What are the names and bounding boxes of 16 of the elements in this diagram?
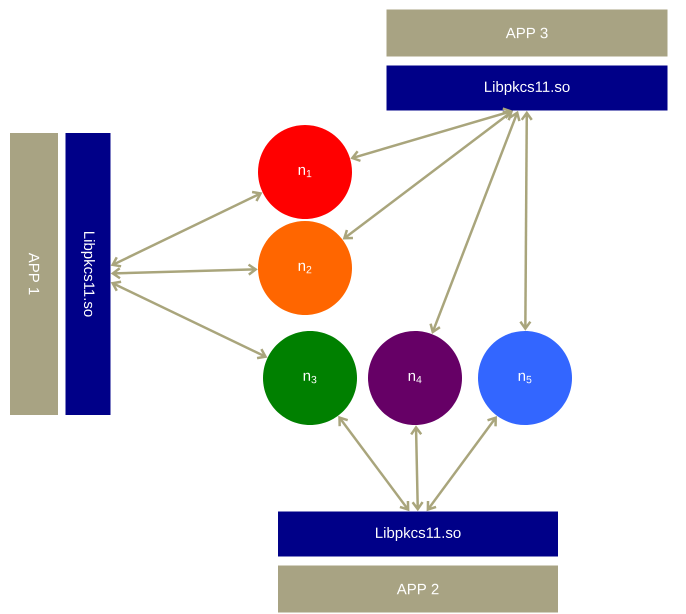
arrow	[338, 416, 410, 512]
application-box: APP 1	[10, 133, 58, 415]
arrow	[342, 110, 513, 240]
arrow	[429, 110, 521, 334]
arrow	[110, 190, 262, 268]
library-box: Libpkcs11.so	[66, 133, 110, 415]
library-box: Libpkcs11.so	[386, 66, 668, 110]
arrow	[110, 280, 268, 360]
arrow	[519, 110, 533, 331]
application-box: APP 3	[386, 10, 668, 56]
arrow	[110, 264, 258, 280]
arrow	[410, 425, 424, 512]
arrow	[350, 107, 513, 162]
arrow	[426, 416, 497, 512]
library-box: Libpkcs11.so	[278, 512, 558, 556]
application-box: APP 2	[278, 566, 558, 612]
